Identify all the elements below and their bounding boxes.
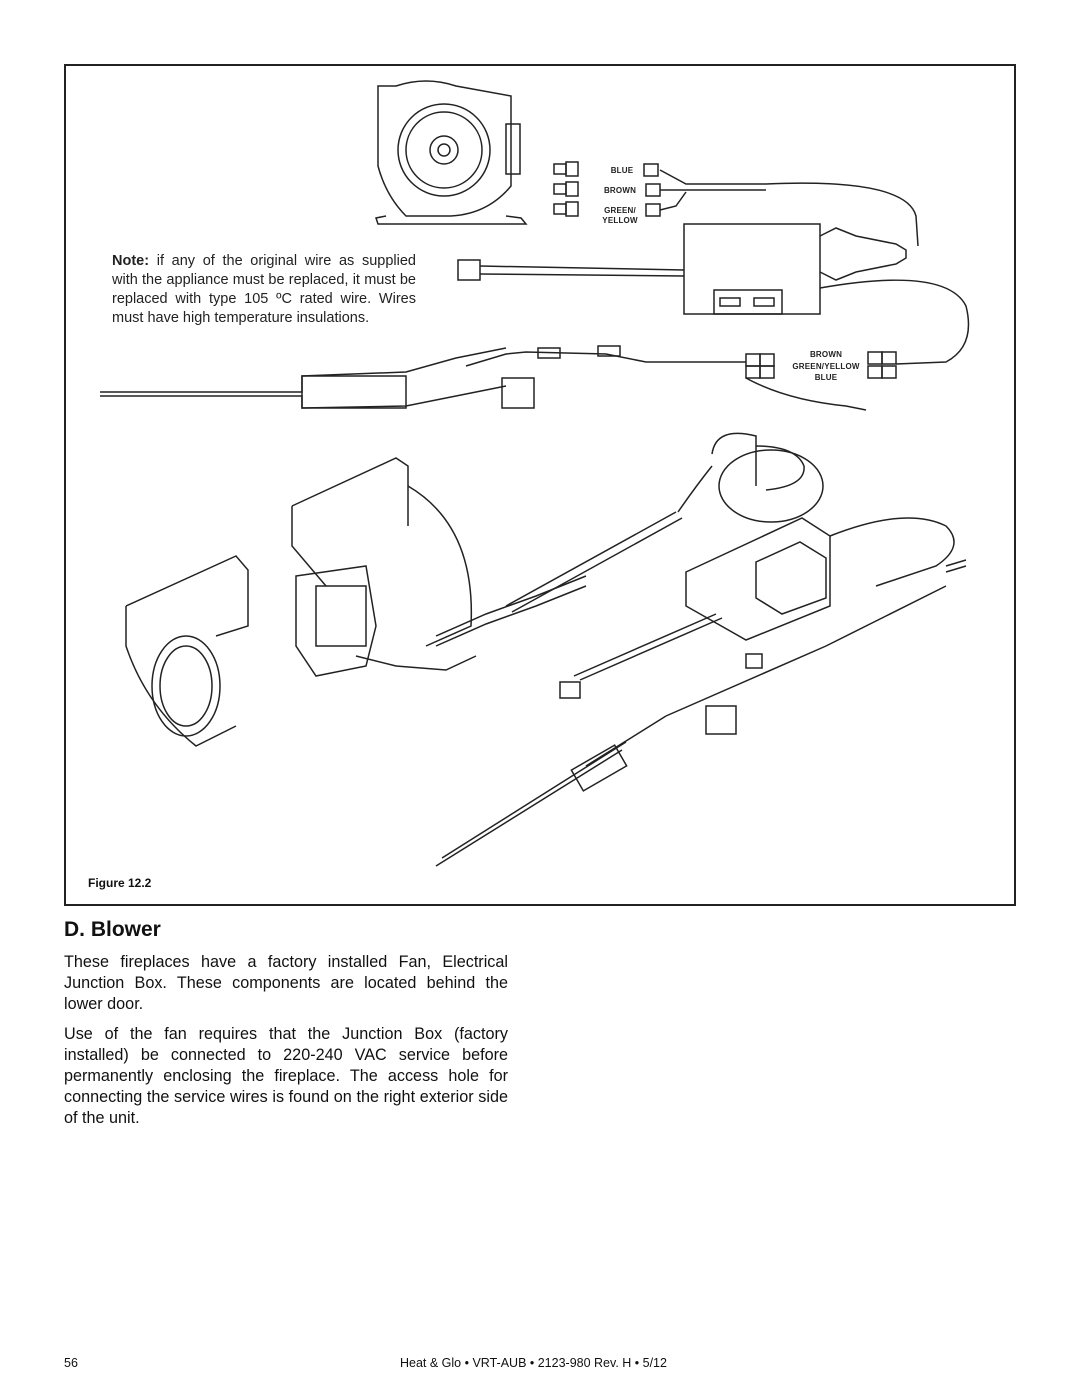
wire-label-brown: BROWN <box>603 186 637 195</box>
wire-label-blue-mid: BLUE <box>814 373 838 382</box>
wire-label-yellow: YELLOW <box>602 216 638 225</box>
wire-label-green-yellow-mid: GREEN/YELLOW <box>792 362 860 371</box>
junction-box-bottom <box>559 517 955 699</box>
figure-frame: Note: if any of the original wire as sup… <box>64 64 1016 906</box>
wire-label-blue: BLUE <box>610 166 634 175</box>
note-label: Note: <box>112 253 150 269</box>
page-number: 56 <box>64 1356 78 1370</box>
wire-replacement-note: Note: if any of the original wire as sup… <box>112 252 416 328</box>
power-plug <box>505 432 824 613</box>
blower-motor-perspective <box>125 457 477 747</box>
cable-harness-bottom <box>435 559 967 867</box>
footer-doc-info: Heat & Glo • VRT-AUB • 2123-980 Rev. H •… <box>400 1356 667 1370</box>
note-text: if any of the original wire as supplied … <box>112 253 416 326</box>
figure-caption: Figure 12.2 <box>88 876 152 890</box>
cable-harness-top <box>100 345 897 411</box>
junction-box-top <box>457 223 970 365</box>
blower-top-view <box>375 80 528 225</box>
connectors-top <box>553 161 919 247</box>
paragraph-2: Use of the fan requires that the Junctio… <box>64 1025 508 1127</box>
wire-label-brown-mid: BROWN <box>809 350 843 359</box>
wiring-illustration <box>100 80 970 867</box>
section-title: D. Blower <box>64 918 161 941</box>
paragraph-1: These fireplaces have a factory installe… <box>64 953 508 1013</box>
wire-label-green: GREEN/ <box>604 206 636 215</box>
